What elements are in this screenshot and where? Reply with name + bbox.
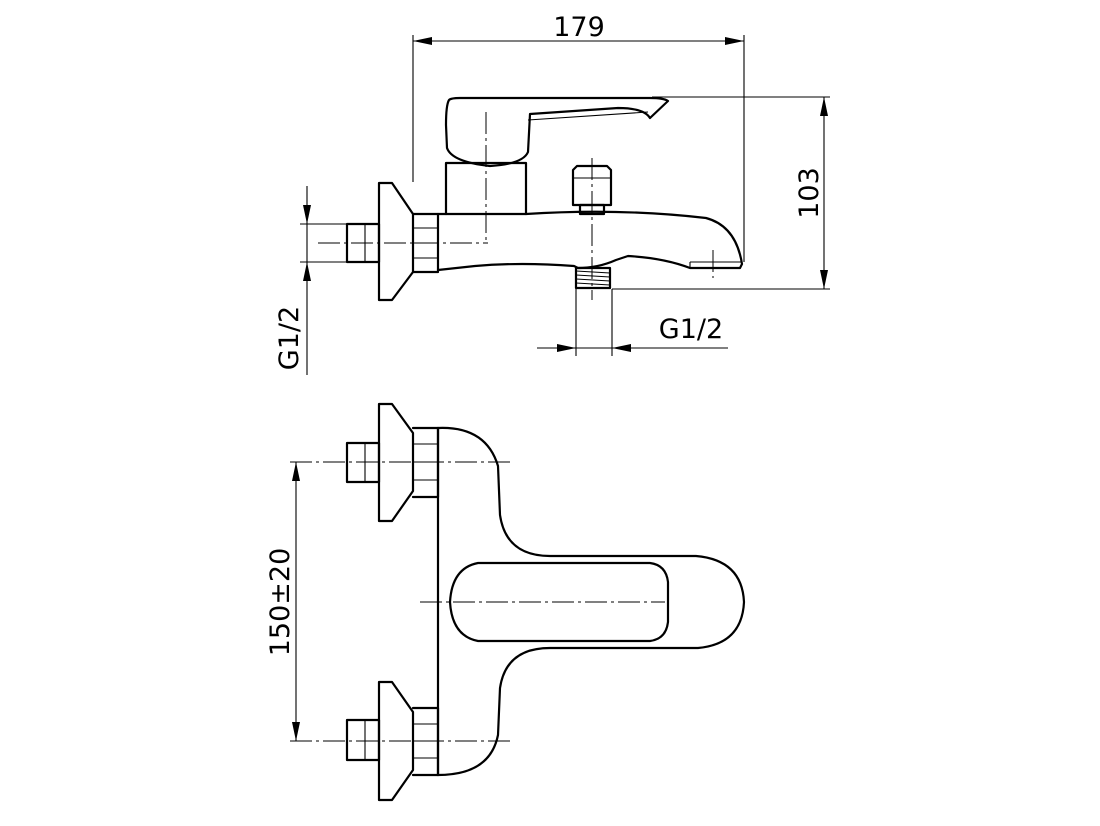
side-threaded-outlet <box>574 266 612 290</box>
dimension-outlet-thread-label: G1/2 <box>659 314 723 345</box>
dimension-height: 103 <box>612 96 830 290</box>
side-body-spout <box>436 210 744 272</box>
side-lever-handle <box>444 96 670 168</box>
top-lower-flange <box>377 680 415 802</box>
side-view: 179 103 G1/2 G1/2 <box>274 12 830 375</box>
top-handle <box>448 561 670 643</box>
top-view: 150±20 <box>265 402 746 802</box>
top-lower-connector <box>345 718 381 762</box>
dimension-height-label: 103 <box>794 167 825 219</box>
dimension-inlet-thread-label: G1/2 <box>274 306 305 370</box>
top-upper-flange <box>377 402 415 523</box>
side-diverter-knob <box>571 164 613 207</box>
dimension-center-distance: 150±20 <box>265 462 300 741</box>
dimension-center-distance-label: 150±20 <box>265 548 296 657</box>
dimension-width-label: 179 <box>553 12 605 43</box>
dimension-inlet-thread: G1/2 <box>274 186 347 375</box>
side-inlet-connector <box>345 222 381 264</box>
side-wall-flange <box>377 181 415 302</box>
top-body <box>436 426 746 777</box>
dimension-outlet-thread: G1/2 <box>537 289 728 356</box>
dimension-width: 179 <box>412 12 745 262</box>
top-upper-connector <box>345 441 381 484</box>
